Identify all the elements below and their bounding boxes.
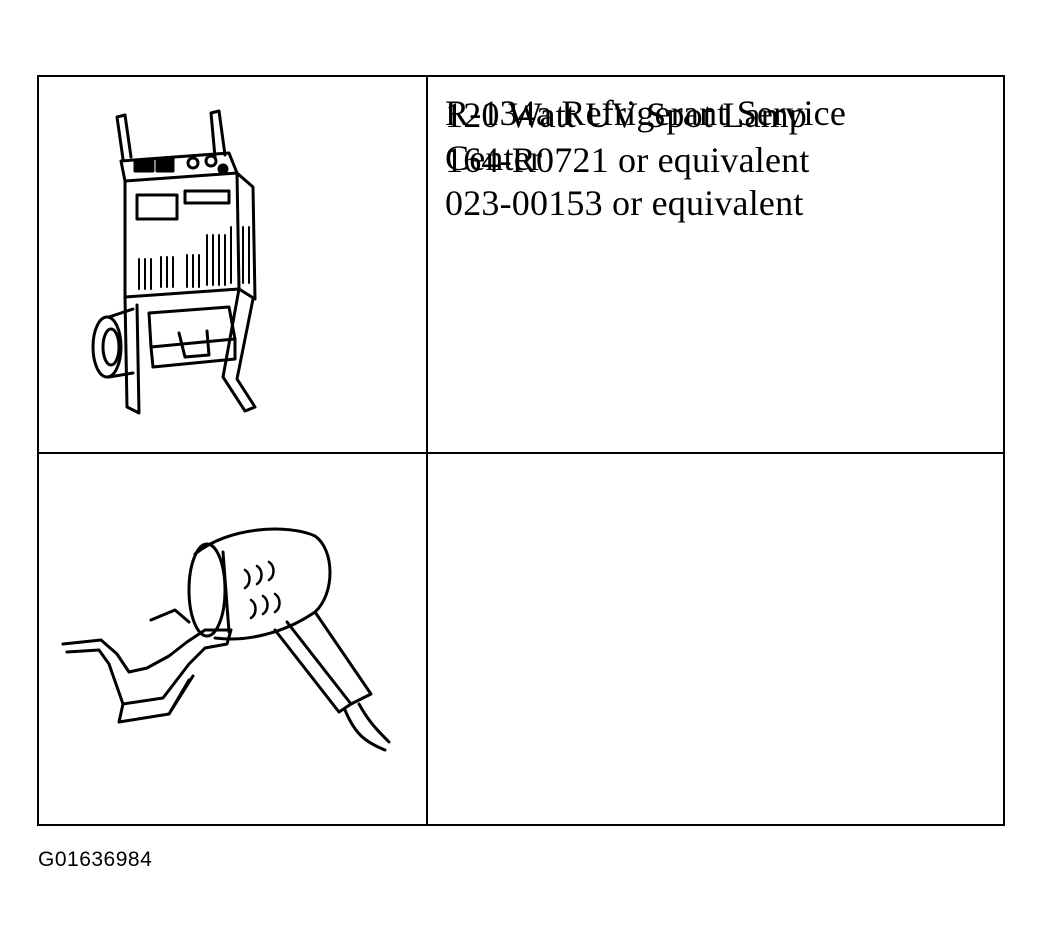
tool-description: R-134a Refrigerant Service Center 023-00… [445,91,985,226]
tool-table: R-134a Refrigerant Service Center 023-00… [37,75,1005,826]
figure-id: G01636984 [38,848,153,871]
uv-spot-lamp-illustration [61,527,391,752]
column-divider [426,77,428,824]
refrigerant-service-center-illustration [91,109,257,415]
tool-description: 120 Watt UV Spot Lamp 164-R0721 or equiv… [445,93,985,183]
part-number-line: 164-R0721 or equivalent [445,140,810,180]
row-divider [39,452,1003,454]
part-number-line: 023-00153 or equivalent [445,183,804,223]
tool-name-line: 120 Watt UV Spot Lamp [445,95,807,135]
tool-illustration-cell [39,77,426,452]
tool-name-line: Center [445,138,543,178]
tool-name-line: R-134a Refrigerant Service [445,93,847,133]
tool-illustration-cell [39,454,426,826]
